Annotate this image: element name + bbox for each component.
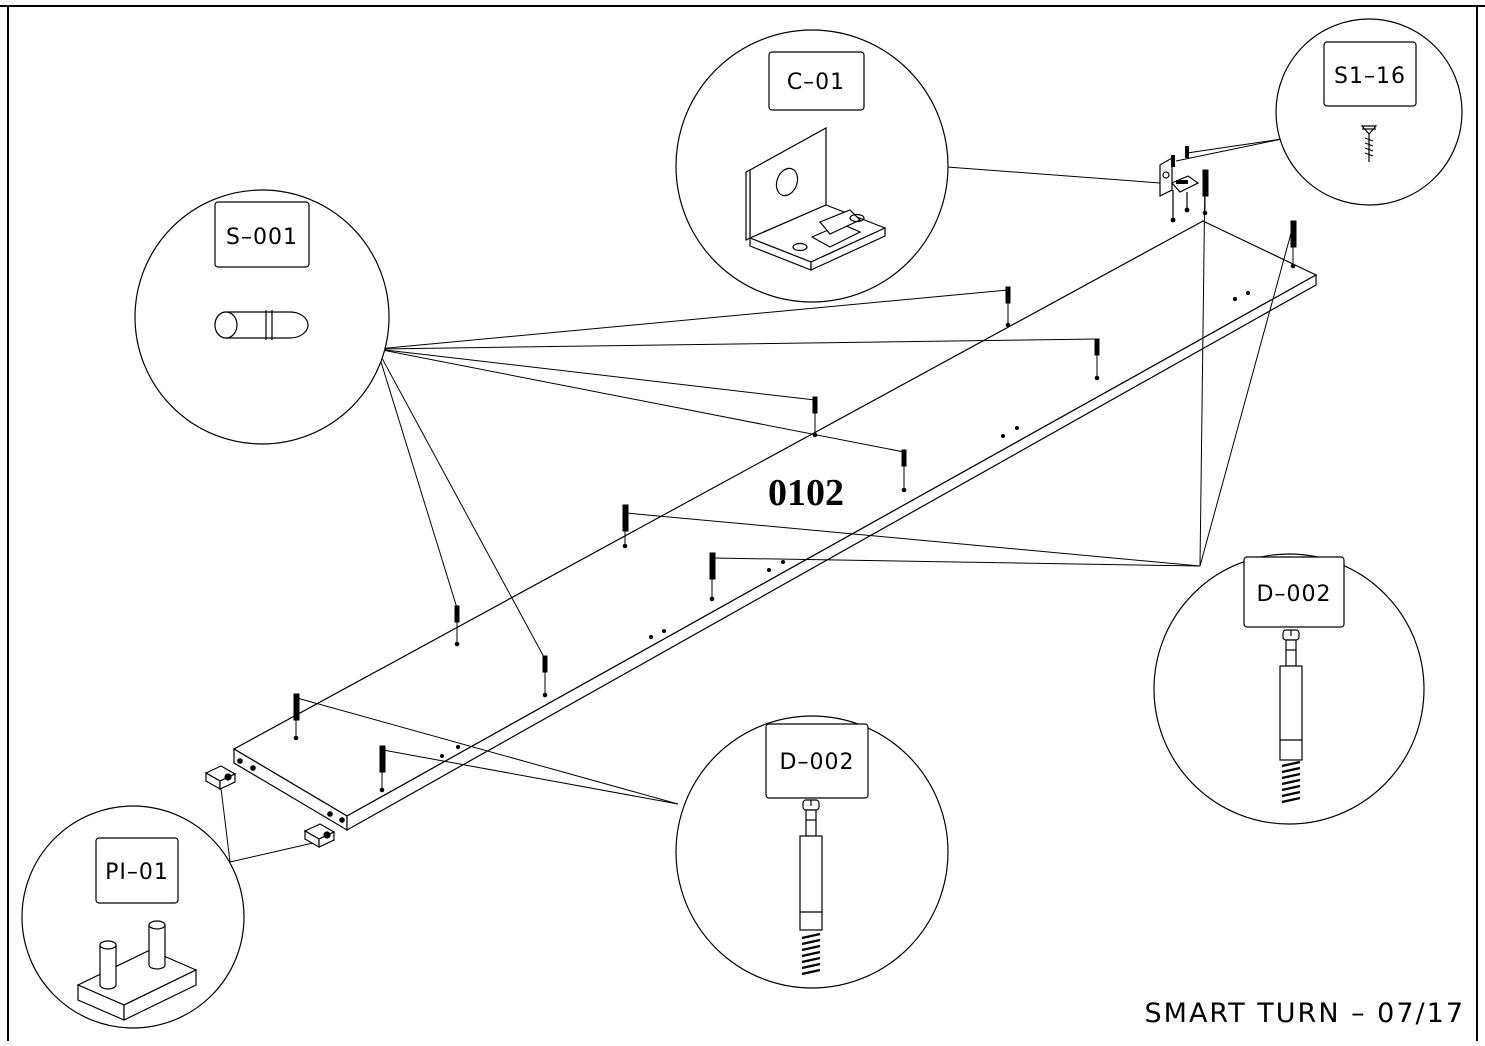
- callout-c01-label: C–01: [787, 70, 845, 95]
- callout-d002-right: D–002: [1153, 553, 1425, 825]
- screw-icon: [1360, 125, 1378, 162]
- callout-s116-label-box: [1323, 41, 1417, 107]
- callout-s001: S–001: [134, 189, 390, 445]
- cam-bolt: [1202, 169, 1209, 216]
- callout-d002-right-label-box: [1243, 556, 1345, 628]
- dowel: [454, 605, 460, 647]
- pin-block-icon: [76, 920, 198, 1021]
- cam-dowel-icon: [799, 799, 823, 976]
- corner-bracket-installed: [1159, 146, 1200, 223]
- callout-pi01-label-box: [95, 837, 179, 904]
- panel-dowels: [293, 169, 1297, 793]
- cam-bolt: [293, 693, 300, 741]
- dowel: [542, 655, 548, 698]
- callout-pi01: PI–01: [21, 805, 245, 1029]
- callout-s001-label-box: [214, 201, 310, 268]
- cam-bolt: [1290, 220, 1297, 269]
- dowel: [1094, 338, 1100, 381]
- leader-lines: [219, 138, 1294, 863]
- dowel: [812, 396, 818, 438]
- drawing-frame: [0, 5, 1485, 1041]
- callout-c01-label-box: [768, 51, 865, 111]
- callout-s116-label: S1–16: [1334, 64, 1406, 89]
- footer-title: SMART TURN – 07/17: [1145, 998, 1465, 1029]
- callout-s116: S1–16: [1275, 18, 1463, 206]
- cam-dowel-icon: [1279, 629, 1303, 804]
- angle-bracket-icon: [745, 126, 887, 271]
- cam-bolt: [709, 552, 716, 602]
- callout-s001-label: S–001: [226, 225, 298, 250]
- shelf-panel: [232, 220, 1318, 832]
- callout-pi01-label: PI–01: [105, 860, 169, 885]
- dowel-pin-icon: [214, 310, 309, 340]
- cam-bolt: [379, 745, 386, 793]
- dowel: [1005, 286, 1011, 328]
- pin-blocks-installed: [204, 765, 336, 849]
- callout-d002-bottom-label-box: [765, 723, 869, 799]
- callout-d002-bottom-label: D–002: [780, 750, 855, 775]
- dowel: [901, 449, 907, 493]
- cam-bolt: [622, 504, 629, 549]
- callout-c01: C–01: [675, 29, 949, 303]
- panel-holes: [440, 291, 1250, 758]
- part-number: 0102: [768, 472, 844, 514]
- callout-d002-right-label: D–002: [1257, 582, 1332, 607]
- callout-d002-bottom: D–002: [675, 715, 949, 989]
